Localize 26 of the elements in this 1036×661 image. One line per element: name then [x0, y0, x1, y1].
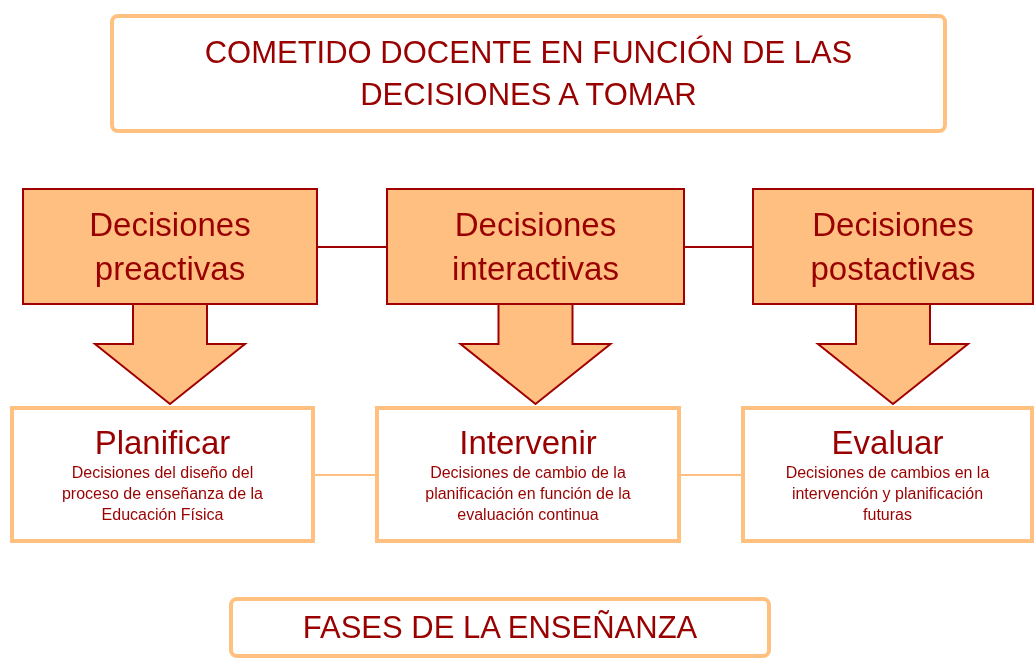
connector-line: [317, 246, 387, 248]
decision-box: [386, 188, 685, 305]
phase-description: Decisiones del diseño del proceso de enseñanza de la Educación Física: [60, 463, 264, 525]
phase-title: Planificar: [94, 424, 231, 462]
box-label: Decisiones preactivas: [88, 204, 252, 289]
phase-description: Decisiones de cambios en la intervención y planificación futuras: [784, 463, 991, 525]
connector-line: [684, 246, 753, 248]
phase-title: Evaluar: [831, 424, 944, 462]
phase-title: Intervenir: [459, 424, 597, 462]
block-arrow: [457, 304, 614, 406]
heading-text: COMETIDO DOCENTE EN FUNCIÓN DE LAS DECISIONES A TOMAR: [203, 33, 854, 114]
box-label: Decisiones interactivas: [451, 204, 620, 289]
heading-text: FASES DE LA ENSEÑANZA: [302, 608, 698, 647]
box-label: Decisiones postactivas: [809, 204, 977, 289]
decision-box: [752, 188, 1034, 305]
connector-line: [314, 474, 376, 476]
phase-box: [375, 406, 681, 543]
heading-box: [110, 14, 947, 133]
phase-box: [10, 406, 315, 543]
phase-description: Decisiones de cambio de la planificación en función de la evaluación continua: [424, 463, 632, 525]
connector-line: [680, 474, 742, 476]
block-arrow: [92, 304, 248, 406]
phase-box: [741, 406, 1034, 543]
heading-box: [229, 597, 771, 658]
decision-box: [22, 188, 318, 305]
block-arrow: [815, 304, 971, 406]
